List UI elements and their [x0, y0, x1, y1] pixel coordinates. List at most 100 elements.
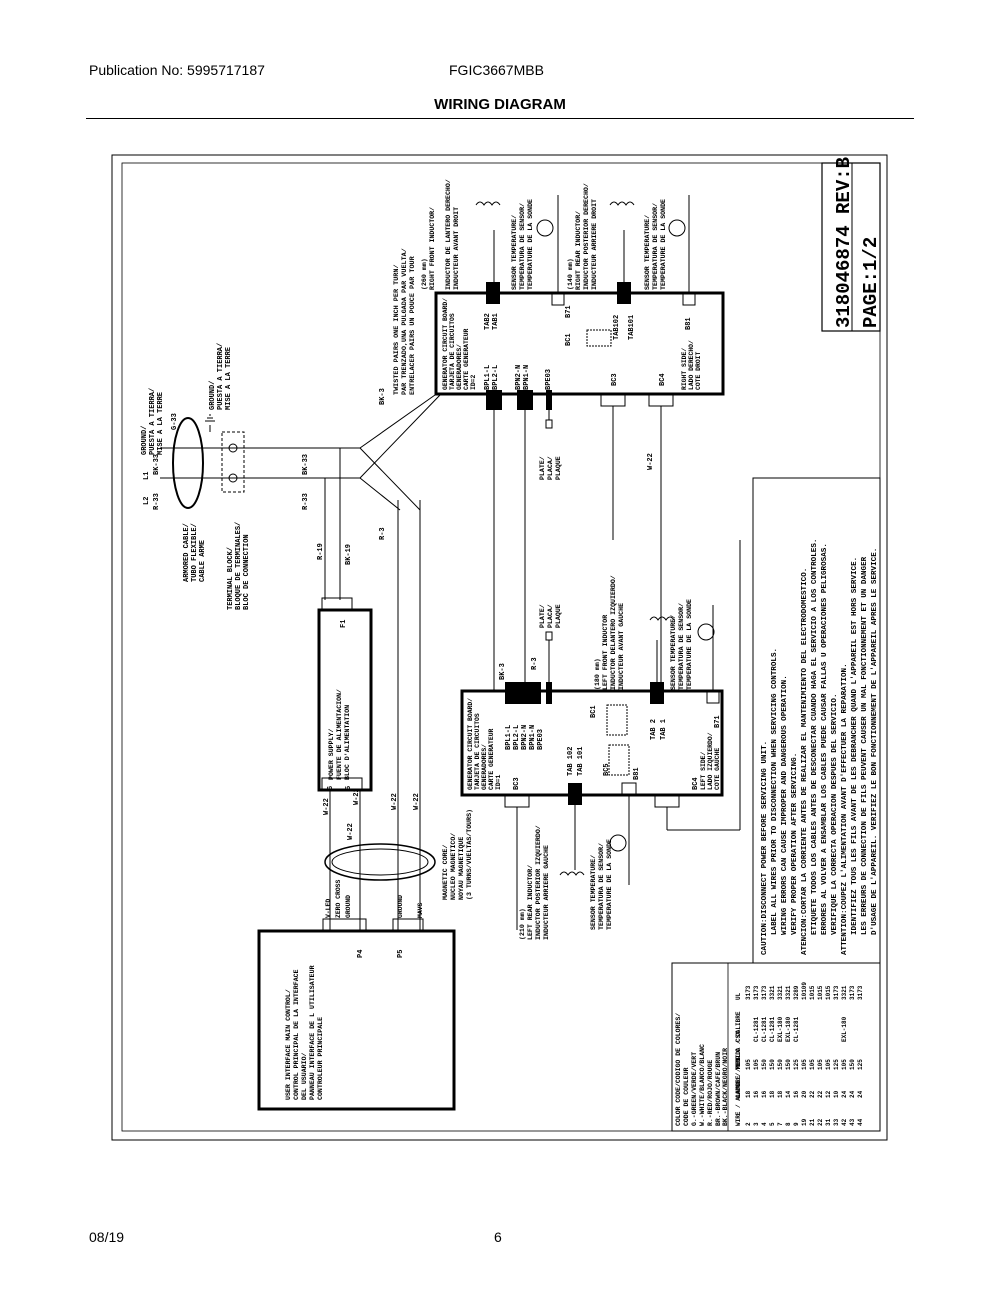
wire-table-cell: 3321: [769, 985, 776, 1000]
wire-table-cell: 150: [849, 1059, 856, 1070]
wire-table-cell: 10: [833, 1090, 840, 1098]
g33-label: G-33: [171, 413, 179, 430]
wire-table-cell: 24: [841, 1090, 848, 1098]
pin-label: BC3: [513, 777, 521, 790]
armored-cable-label: TUBO FLEXIBLE/: [191, 523, 199, 582]
caution-line: VERIFY PROPER OPERATION AFTER SERVICING.: [791, 753, 799, 935]
connector-left-bpl-bpn: [505, 682, 541, 704]
sensor-label: SENSOR TEMPERATURE/: [644, 215, 651, 290]
wire-table-cell: 3173: [833, 985, 840, 1000]
wire-table-header: TEMP.C: [735, 1048, 742, 1070]
inductor-coil-icon: [559, 871, 585, 876]
pin-mavs: MAVS: [417, 902, 424, 918]
inductor-label: RIGHT REAR INDUCTOR/: [575, 211, 582, 290]
pin-label: B81: [685, 317, 693, 330]
wire-table-cell: 150: [785, 1059, 792, 1070]
connector-left-bc5: [608, 744, 630, 776]
wire-table-cell: 3173: [849, 985, 856, 1000]
terminal-block: [221, 431, 245, 493]
connector-bpn: [517, 390, 533, 410]
wire-table-cell: 33: [833, 1118, 840, 1126]
wire-table-cell: 3321: [777, 985, 784, 1000]
wire-table-cell: 125: [857, 1059, 864, 1070]
connector-p4-label: P4: [357, 950, 365, 958]
caution-text: CAUTION:DISCONNECT POWER BEFORE SERVICIN…: [761, 539, 879, 955]
wire-table-cell: 3173: [753, 985, 760, 1000]
sensor-label: TEMPERATURE DE LA SONDE: [686, 599, 693, 690]
wire-label-r3: R-3: [379, 527, 387, 540]
wire-table-cell: EXL-180: [785, 1016, 792, 1042]
power-supply-label: BLOC D'ALIMENTATION: [344, 705, 351, 780]
left-generator-board: [460, 689, 724, 797]
pin-label: BPL2-L: [492, 365, 500, 390]
publication-number: Publication No: 5995717187: [89, 62, 265, 78]
plate-terminal: [545, 419, 553, 429]
connector-left-b71: [706, 690, 720, 704]
power-supply-pin-5: 5: [345, 786, 353, 790]
wire-label-bk3: BK-3: [499, 663, 507, 680]
sensor-label: TEMPERATURA DE SENSOR/: [598, 843, 605, 930]
page-indicator: PAGE:1/2: [860, 237, 882, 328]
right-board-side: COTE DROIT: [695, 351, 702, 390]
sensor-label: TEMPERATURA DE SENSOR/: [519, 203, 526, 290]
connector-left-tab10x: [568, 783, 582, 805]
twisted-pairs-label: TWISTED PAIRS ONE INCH PER TURN/ PAR TRE…: [393, 248, 417, 395]
pin-vled: V-LED: [325, 899, 332, 918]
caution-line: VERIFIQUE LA CORRECTA OPERACION DESPUES …: [831, 693, 839, 935]
left-board-side: LEFT SIDE/: [700, 751, 707, 790]
bk33-label: BK-33: [153, 454, 161, 475]
sensor-label: SENSOR TEMPERATURE/: [511, 215, 518, 290]
connector-b81: [682, 292, 696, 306]
wire-table-cell: 9: [793, 1122, 800, 1126]
connector-left-b81: [621, 782, 637, 796]
magnetic-core-label: NOYAU MAGNETIQUE: [458, 837, 465, 900]
inductor-coil-icon: [609, 201, 635, 206]
wire-table-header: GAUGE / MEDIDA / CALIBRE: [735, 1011, 742, 1098]
connector-bpl: [486, 390, 502, 410]
caution-line: ATTENTION:COUPEZ L'ALIMENTATION AVANT D'…: [841, 663, 849, 955]
twisted-pairs-line: ENTRELACER PAIRS UN POUCE PAR TOUR: [409, 255, 417, 395]
wire-label-w22: W-22: [647, 453, 655, 470]
twisted-pair-wire: [359, 447, 421, 511]
wire-label-w22: W-22: [323, 798, 331, 815]
sensor-label: SENSOR TEMPERATURE/: [590, 855, 597, 930]
pin-label: TAB 101: [577, 747, 585, 776]
twisted-pair-wire: [359, 394, 441, 479]
ui-control-label: CONTROL PRINCIPAL DE LA INTERFACE: [293, 969, 300, 1100]
model-number: FGIC3667MBB: [449, 62, 544, 78]
header-rule: [86, 118, 914, 119]
outer-frame: [111, 154, 888, 1141]
connector-p4: [322, 918, 367, 932]
connector-left-tab: [650, 682, 664, 704]
inductor-label: INDUCTOR DE LANTERO DERECHO/: [445, 179, 452, 290]
twisted-pair-wire: [359, 477, 401, 511]
color-code-line: BR.-BROWN/CAFE/BRUN: [715, 1052, 722, 1126]
wire-table-cell: 5: [769, 1122, 776, 1126]
wire-label-bk3: BK-3: [379, 388, 387, 405]
ui-control-label: PANNEAU INTERFACE DE L UTILISATEUR: [309, 965, 316, 1100]
left-board-title-line: ID=1: [495, 774, 502, 790]
sensor-label: TEMPERATURE DE LA SONDE: [660, 199, 667, 290]
caution-line: CAUTION:DISCONNECT POWER BEFORE SERVICIN…: [761, 741, 769, 955]
left-board-title-line: CARTE GENERATEUR: [488, 728, 495, 790]
wire-table-header: WIRE / ALAMBRE / FIL: [735, 1054, 742, 1126]
terminal-block-label: BLOQUE DE TERMINALES/: [235, 522, 243, 610]
wire-table-cell: 22: [809, 1090, 816, 1098]
wire-table-header: CSA: [735, 1031, 742, 1042]
wire-table-cell: 19: [801, 1118, 808, 1126]
plate-label: PLATE/: [539, 604, 546, 628]
wire-label-r33: R-33: [302, 493, 310, 510]
wire-table-cell: 150: [777, 1059, 784, 1070]
armored-cable-ellipse: [172, 417, 204, 509]
power-supply-f1: F1: [340, 620, 348, 628]
pin-label: BPL1-L: [484, 365, 492, 390]
right-board-title-line: GENERATOR CIRCUIT BOARD/: [442, 298, 449, 390]
ui-control-label: USER INTERFACE MAIN CONTROL/: [285, 989, 292, 1100]
connector-bpe03: [546, 390, 552, 410]
wire-label-w22: W-22: [347, 823, 355, 840]
wire-table-cell: 44: [857, 1118, 864, 1126]
wire-table-cell: EXL-180: [841, 1016, 848, 1042]
right-board-title-line: CARTE GENERATEUR: [463, 328, 470, 390]
title-block: [821, 162, 881, 332]
l1-label: L1: [143, 472, 151, 480]
